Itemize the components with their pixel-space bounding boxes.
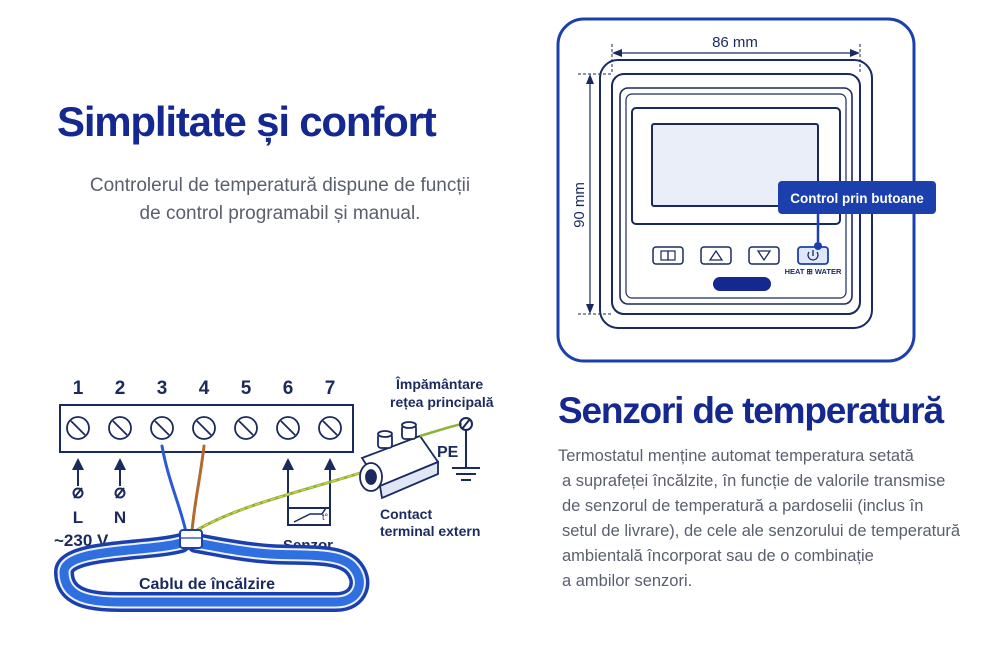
ground-symbol [419,417,480,481]
button-up[interactable] [700,246,732,265]
height-label: 90 mm [571,182,588,228]
terminal-screws [66,416,342,440]
brand-logo: HEAT ⊞ WATER [785,267,842,276]
terminal-number: 6 [283,378,294,399]
terminal-number: 5 [241,378,252,399]
svg-text:t°: t° [322,512,329,522]
description-line: ambientală încorporat sau de o combinați… [562,547,874,565]
description-line: de senzorul de temperatură a pardoselii … [562,497,924,515]
wiring-diagram: 1 2 3 4 5 6 7 L N ~ [54,375,494,612]
terminal-block [59,404,354,453]
label-L: L [73,508,83,527]
button-power[interactable] [797,246,829,265]
up-arrow-icon [708,249,724,261]
label-contact-line1: Contact [380,506,432,522]
label-ground-line2: rețea principală [390,394,494,410]
description-line: de control programabil și manual. [139,203,421,224]
power-icon [807,250,819,261]
heating-cable [54,533,370,612]
status-bar [713,277,771,291]
section-title-sensors: Senzori de temperatură [558,390,944,431]
description-line: Termostatul menține automat temperatura … [558,447,914,465]
description-line: setul de livrare), de cele ale senzorulu… [562,522,961,540]
button-book[interactable] [652,246,684,265]
thermostat-device: HEAT ⊞ WATER Control prin butoane 86 mm … [556,17,936,363]
label-pe: PE [437,444,459,461]
terminal-number: 2 [115,378,126,399]
description-line: Controlerul de temperatură dispune de fu… [89,175,471,196]
tooltip-label: Control prin butoane [790,191,924,206]
terminal-number: 7 [325,378,336,399]
description-line: a ambilor senzori. [562,572,693,590]
section-description-simplicity: Controlerul de temperatură dispune de fu… [30,172,530,228]
terminal-number: 1 [73,378,84,399]
width-label: 86 mm [712,34,758,51]
terminal-number: 3 [157,378,168,399]
cable-sleeve [179,529,203,549]
external-terminal-connector [359,421,440,500]
section-description-sensors: Termostatul menține automat temperatura … [558,444,998,594]
label-ground-line1: Împământare [395,375,483,392]
book-icon [660,250,676,261]
down-arrow-icon [756,250,772,262]
lcd-screen [651,123,819,207]
tooltip-control-buttons: Control prin butoane [778,181,936,250]
power-input [72,458,126,499]
label-cable: Cablu de încălzire [139,576,275,593]
label-N: N [114,508,126,527]
terminal-number: 4 [199,378,210,399]
dimension-width: 86 mm [611,34,861,74]
cable-wires [160,444,372,534]
button-down[interactable] [748,246,780,265]
label-contact-line2: terminal extern [380,523,480,539]
description-line: a suprafeței încălzite, în funcție de va… [562,472,946,490]
display-bezel [631,107,841,225]
dimension-height: 90 mm [571,73,612,315]
section-title-simplicity: Simplitate și confort [57,98,437,145]
sensor-symbol: t° [282,458,336,526]
